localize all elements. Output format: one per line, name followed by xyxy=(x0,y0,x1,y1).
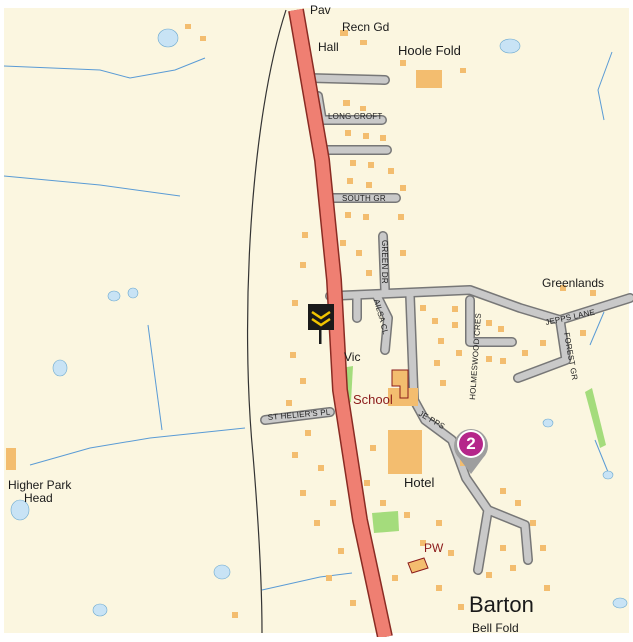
place-label-pav: Pav xyxy=(310,3,331,17)
place-label-head: Head xyxy=(24,491,53,505)
place-label-barton: Barton xyxy=(469,592,534,617)
place-label-hotel: Hotel xyxy=(404,475,435,490)
place-label-higher-park: Higher Park xyxy=(8,478,72,492)
railway-line xyxy=(246,9,287,634)
streams xyxy=(3,51,613,591)
minor-roads xyxy=(261,74,633,574)
road-label-long-croft: LONG CROFT xyxy=(328,112,382,121)
level-crossing-sign-icon xyxy=(308,304,334,344)
road-label-south-gr: SOUTH GR xyxy=(342,194,386,203)
place-label-pw: PW xyxy=(424,541,444,555)
place-label-vic: Vic xyxy=(344,350,361,364)
map-pin-label: 2 xyxy=(466,434,476,453)
place-label-school: School xyxy=(353,392,393,407)
place-label-recn-gd: Recn Gd xyxy=(342,20,390,34)
place-label-hoole-fold: Hoole Fold xyxy=(398,43,461,58)
ponds xyxy=(10,28,628,617)
map-pin-icon[interactable]: 2 xyxy=(451,428,491,476)
road-label-green-dr: GREEN DR xyxy=(380,240,389,284)
church-building xyxy=(407,557,429,574)
school-building xyxy=(391,369,409,399)
place-label-greenlands: Greenlands xyxy=(542,276,605,290)
place-label-bell-fold: Bell Fold xyxy=(472,621,519,635)
place-label-hall: Hall xyxy=(318,40,339,54)
main-road xyxy=(289,8,392,639)
map-pin-shape xyxy=(454,428,488,474)
